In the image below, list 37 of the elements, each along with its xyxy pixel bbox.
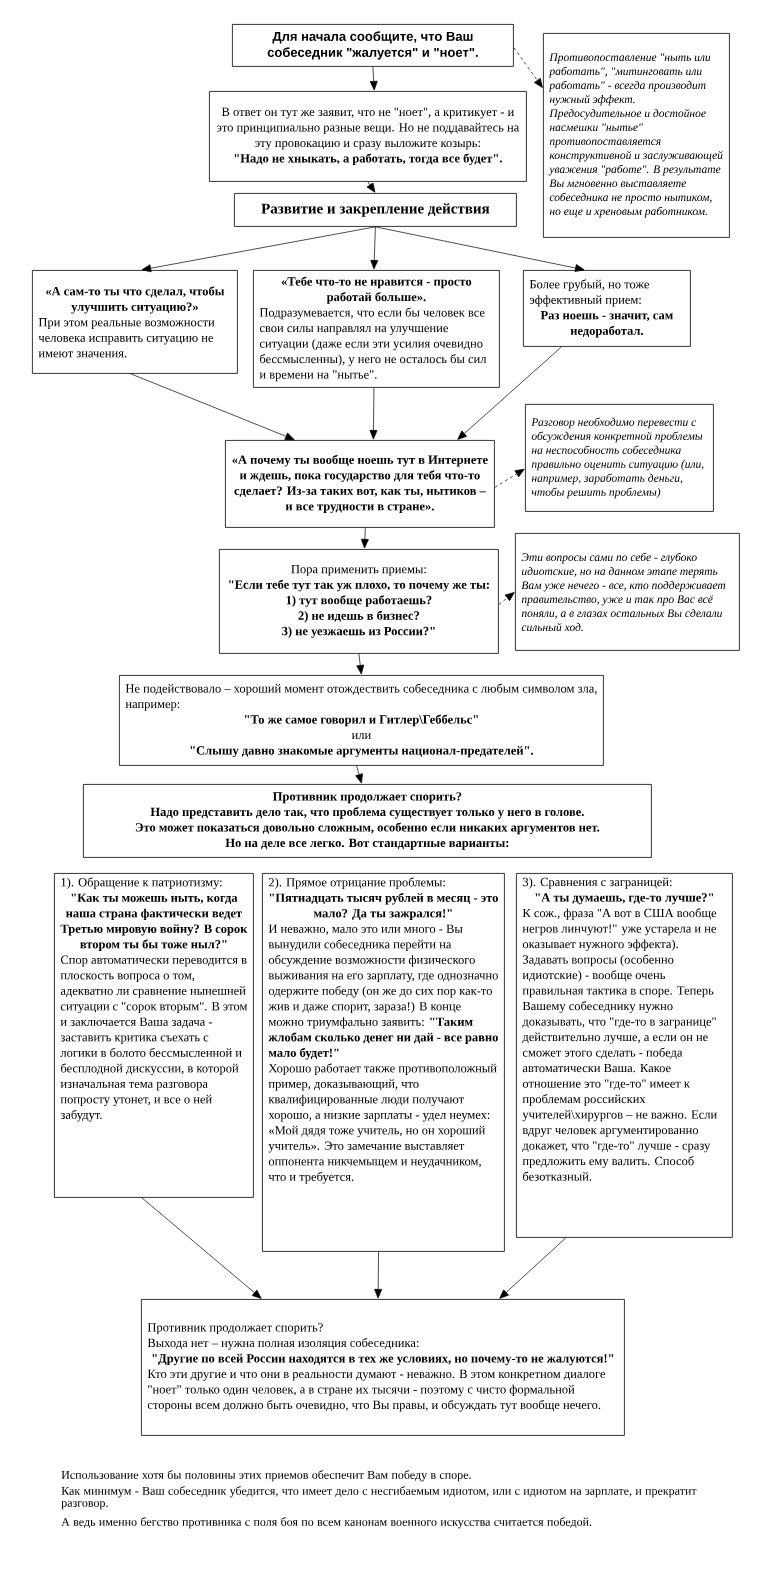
arrow bbox=[374, 1251, 383, 1299]
note-box: Эти вопросы сами по себе - глубоко идиотские, но на данном этапе терять Вам уже нечего - все, кто поддерживает правительство, уже и так про Вас всё поняли, а в глазах остальных Вы сделали сильный ход. bbox=[515, 533, 740, 651]
arrow bbox=[356, 653, 365, 675]
process-box: 3). Сравнения с заграницей: "А ты думаешь, где-то лучше?" К сож., фраза "А вот в США вообще негров линчуют!" уже устарела и не оказывает нужного эффекта). Задавать вопросы (особенно идиотские) - вообще очень правильная тактика в споре. Теперь Вашему собеседнику нужно доказывать, что "где-то в загранице" действительно лучше, а если он не сможет этого сделать - победа автоматически Ваша. Какое отношение это "где-то" имеет к проблемам российских учителей\хирургов – не важно. Если вдруг человек аргументированно докажет, что "где-то" лучше - сразу предложить ему валить. Способ безотказный. bbox=[516, 873, 733, 1238]
process-box: Развитие и закрепление действия bbox=[234, 193, 517, 227]
process-box: Для начала сообщите, что Ваш собеседник "жалуется" и "ноет". bbox=[232, 24, 514, 67]
arrow bbox=[499, 1237, 567, 1299]
process-box: 2). Прямое отрицание проблемы: "Пятнадцать тысяч рублей в месяц - это мало? Да ты зажрался!" И неважно, мало это или много - Вы вынудили собеседника перейти на обсуждение возможности физического выживания на его зарплату, где однозначно одержите победу (он же до сих пор как-то жив и даже спорит, зараза!) В конце можно триумфально заявить: "Таким жлобам сколько денег ни дай - все равно мало будет!" Хорошо работает также противоположный пример, доказывающий, что квалифицированные люди получают хорошо, а низкие зарплаты - удел неумех: «Мой дядя тоже учитель, но он хороший учитель». Это замечание выставляет оппонента никчемыщем и неудачником, что и требуется. bbox=[262, 873, 505, 1252]
arrow bbox=[366, 181, 376, 193]
arrow bbox=[355, 765, 363, 784]
process-box: 1). Обращение к патриотизму: "Как ты можешь ныть, когда наша страна фактически ведет Третью мировую войну? В сорок втором ты бы тоже ныл?" Спор автоматически переводится в плоскость вопроса о том, адекватно ли сравнение нынешней ситуации с "сорок вторым". В этом и заключается Ваша задача - заставить критика съехать с логики в болото бессмысленной и бесплодной дискуссии, в которой изначальная тема разговора попросту утонет, и все о ней забудут. bbox=[54, 873, 254, 1198]
arrow bbox=[130, 373, 295, 441]
process-box: В ответ он тут же заявит, что не "ноет", а критикует - и это принципиально разные вещи. Но не поддавайтесь на эту провокацию и сразу выложите козырь: "Надо не хныкать, а работать, тогда все будет". bbox=[209, 91, 527, 182]
dashed-arrow bbox=[498, 592, 515, 605]
arrow bbox=[369, 387, 378, 440]
arrow bbox=[369, 66, 378, 91]
process-box: «Тебе что-то не нравится - просто работай больше». Подразумевается, что если бы человек все свои силы направлял на улучшение ситуации (даже если эти усилия очевидно бессмысленны), у него не осталось бы сил и времени на "нытье". bbox=[253, 270, 500, 388]
process-box: Не подействовало – хороший момент отождествить собеседника с любым символом зла, например: "То же самое говорил и Гитлер\Геббельс" или "Слышу давно знакомые аргументы национал-предателей". bbox=[119, 675, 604, 766]
dashed-arrow bbox=[494, 468, 525, 488]
process-box: «А почему ты вообще ноешь тут в Интернете и ждешь, пока государство для тебя что-то сделает? Из-за таких вот, как ты, нытиков – и все трудности в стране». bbox=[225, 440, 495, 528]
note-box: Разговор необходимо перевести с обсуждения конкретной проблемы на неспособность собеседника правильно оценить ситуацию (или, например, заработать деньги, чтобы решить проблемы) bbox=[525, 404, 714, 512]
arrow bbox=[141, 1197, 262, 1299]
arrow bbox=[457, 346, 562, 440]
arrow bbox=[360, 527, 369, 549]
process-box: «А сам-то ты что сделал, чтобы улучшить ситуацию?» При этом реальные возможности человека исправить ситуацию не имеют значения. bbox=[32, 270, 238, 374]
footer-text: А ведь именно бегство противника с поля боя по всем канонам военного искусства считается победой. bbox=[61, 1517, 592, 1529]
process-box: Противник продолжает спорить? Надо представить дело так, что проблема существует только у него в голове. Это может показаться довольно сложным, особенно если никаких аргументов нет. Но на деле все легко. Вот стандартные варианты: bbox=[83, 784, 652, 858]
process-box: Противник продолжает спорить? Выхода нет – нужна полная изоляция собеседника: "Другие по всей России находятся в тех же условиях, но почему-то не жалуются!" Кто эти другие и что они в реальности думают - неважно. В этом конкретном диалоге "ноет" только один человек, а в стране их тысячи - поэтому с чисто формальной стороны всем должно быть очевидно, что Вы правы, и обсуждать тут вообще нечего. bbox=[141, 1299, 625, 1436]
process-box: Пора применить приемы: "Если тебе тут так уж плохо, то почему же ты: 1) тут вообще работаешь? 2) не идешь в бизнес? 3) не уезжаешь из России?" bbox=[219, 549, 499, 654]
arrow bbox=[141, 226, 376, 273]
arrow bbox=[370, 226, 379, 270]
footer-text: Использование хотя бы половины этих приемов обеспечит Вам победу в споре. bbox=[61, 1470, 471, 1482]
footer-text: Как минимум - Ваш собеседник убедится, что имеет дело с несгибаемым идиотом, или с идиотом на зарплате, и прекратит разговор. bbox=[61, 1486, 697, 1510]
dashed-arrow bbox=[513, 47, 543, 88]
arrow bbox=[375, 226, 585, 272]
note-box: Противопоставление "ныть или работать", "митинговать или работать" - всегда производит нужный эффект. Предосудительное и достойное насмешки "нытье" противопоставляется конструктивной и заслуживающей уважения "работе". В результате Вы мгновенно выставляете собеседника не просто нытиком, но еще и хреновым работником. bbox=[543, 33, 730, 238]
process-box: Более грубый, но тоже эффективный прием: Раз ноешь - значит, сам недоработал. bbox=[523, 270, 691, 347]
